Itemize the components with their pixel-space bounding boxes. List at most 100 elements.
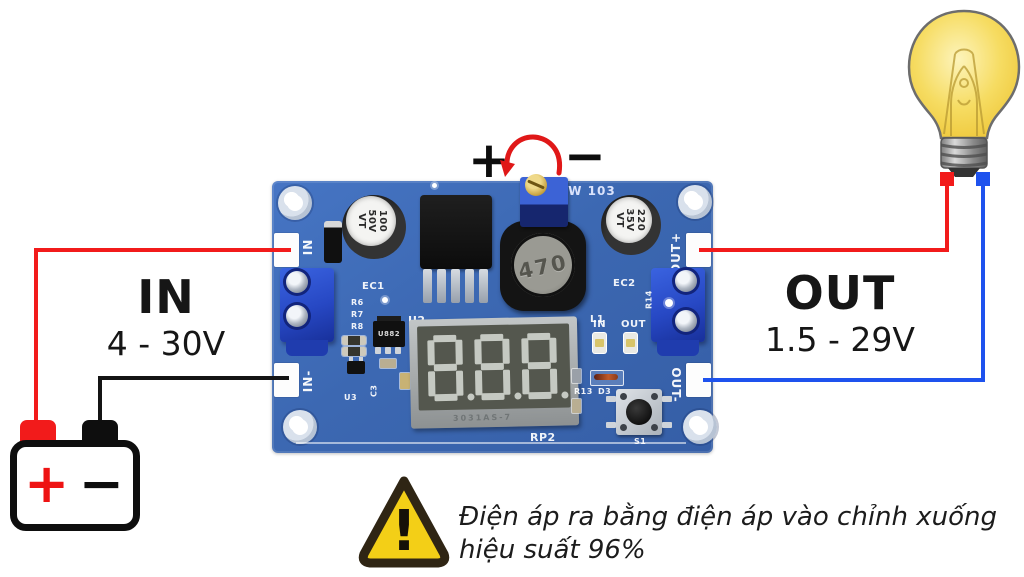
display-part-number: 3031AS-7 — [452, 412, 513, 423]
battery-plus-symbol: + — [24, 452, 70, 515]
diode-d1 — [324, 221, 342, 263]
led-out — [624, 333, 637, 353]
terminal-screw — [675, 310, 697, 332]
display-digits — [427, 332, 569, 402]
warning-line-2: hiệu suất 96% — [459, 535, 646, 565]
regulator-pin — [479, 269, 488, 303]
pad-out-positive — [686, 233, 711, 267]
regulator-ic — [420, 195, 492, 269]
button-pin — [651, 393, 658, 400]
seven-seg-digit — [521, 332, 569, 400]
led-in — [593, 333, 606, 353]
seven-seg-digit — [427, 334, 475, 402]
resistor — [342, 336, 366, 345]
ref-r8: R8 — [351, 322, 364, 331]
smd-resistor — [572, 399, 581, 413]
warning-text: Điện áp ra bằng điện áp vào chỉnh xuống … — [459, 501, 997, 567]
diode-d3 — [590, 370, 624, 386]
pad-in-negative — [274, 363, 299, 397]
via — [382, 297, 388, 303]
smd-capacitor — [400, 373, 410, 389]
ref-ec1: EC1 — [362, 281, 385, 292]
adjust-ccw-arrow-icon — [500, 134, 563, 177]
button-leg — [662, 422, 672, 428]
mounting-hole — [683, 410, 717, 444]
ref-rp2: RP2 — [530, 431, 556, 444]
ref-ec2: EC2 — [613, 278, 636, 289]
mounting-hole — [283, 410, 317, 444]
input-terminal-block — [280, 268, 334, 356]
seven-segment-display: 3031AS-7 — [408, 316, 580, 429]
bulb-filament — [943, 48, 985, 136]
buck-converter-module: IN IN- OUT+ OUT- 100 50V VT EC1 — [272, 174, 717, 453]
battery-negative-terminal — [82, 420, 118, 441]
ref-u3: U3 — [344, 393, 358, 402]
button-pin — [651, 424, 658, 431]
ref-s1: S1 — [634, 437, 646, 446]
capacitor-input-top — [346, 196, 396, 246]
output-title: OUT — [784, 266, 896, 320]
terminal-screw — [286, 305, 308, 327]
chip-pin — [375, 347, 381, 354]
pad-in-positive — [274, 233, 299, 267]
input-label: IN 4 - 30V — [92, 272, 240, 366]
transistor-u3 — [347, 357, 365, 374]
ref-d3: D3 — [598, 387, 612, 396]
wire-battery-negative — [98, 376, 289, 424]
bulb-tip — [948, 168, 980, 177]
pad-out-negative — [686, 363, 711, 397]
warning-line-1: Điện áp ra bằng điện áp vào chỉnh xuống — [459, 502, 998, 532]
light-bulb-icon — [907, 9, 1021, 177]
button-cap — [626, 399, 652, 425]
inductor-core — [511, 233, 575, 297]
chip-u882: U882 — [373, 316, 405, 347]
ref-l1: L1 — [590, 314, 605, 325]
led-label-in: IN — [593, 319, 607, 330]
capacitor-output-top — [606, 197, 652, 243]
smd-resistor — [572, 369, 581, 383]
bulb-glass — [907, 9, 1021, 140]
via — [432, 183, 437, 188]
warning-exclamation: ! — [391, 499, 417, 564]
wire-output-positive — [699, 184, 949, 252]
button-leg — [606, 422, 616, 428]
output-label: OUT 1.5 - 29V — [756, 268, 924, 362]
output-terminal-block — [651, 268, 705, 356]
button-leg — [606, 396, 616, 402]
via — [665, 299, 673, 307]
silkscreen-line — [296, 442, 686, 444]
regulator-pin — [437, 269, 446, 303]
battery-minus-symbol: − — [78, 452, 124, 515]
display-face — [417, 323, 571, 411]
regulator-pin — [451, 269, 460, 303]
terminal-screw — [675, 270, 697, 292]
button-pin — [620, 393, 627, 400]
chip-pin — [395, 347, 401, 354]
button-pin — [620, 424, 627, 431]
bulb-threads — [940, 143, 988, 167]
ref-r13: R13 — [574, 387, 593, 396]
output-voltage-range: 1.5 - 29V — [765, 320, 915, 359]
push-button — [606, 389, 672, 435]
inductor — [500, 221, 586, 311]
terminal-screw — [286, 271, 308, 293]
adjust-decrease-symbol: − — [564, 127, 606, 185]
warning-icon: ! — [358, 476, 450, 568]
seven-seg-digit — [474, 333, 522, 401]
input-title: IN — [137, 270, 195, 324]
regulator-pin — [423, 269, 432, 303]
led-label-out: OUT — [621, 319, 646, 330]
chip-pin — [385, 347, 391, 354]
ref-r6: R6 — [351, 298, 364, 307]
input-voltage-range: 4 - 30V — [106, 324, 226, 363]
ref-r7: R7 — [351, 310, 364, 319]
smd-capacitor — [380, 359, 396, 368]
button-leg — [662, 396, 672, 402]
resistor — [342, 347, 366, 356]
battery-icon: + − — [10, 440, 140, 531]
mounting-hole — [278, 186, 312, 220]
battery-positive-terminal — [20, 420, 56, 441]
potentiometer-screw — [525, 174, 547, 196]
adjust-increase-symbol: + — [468, 131, 510, 189]
